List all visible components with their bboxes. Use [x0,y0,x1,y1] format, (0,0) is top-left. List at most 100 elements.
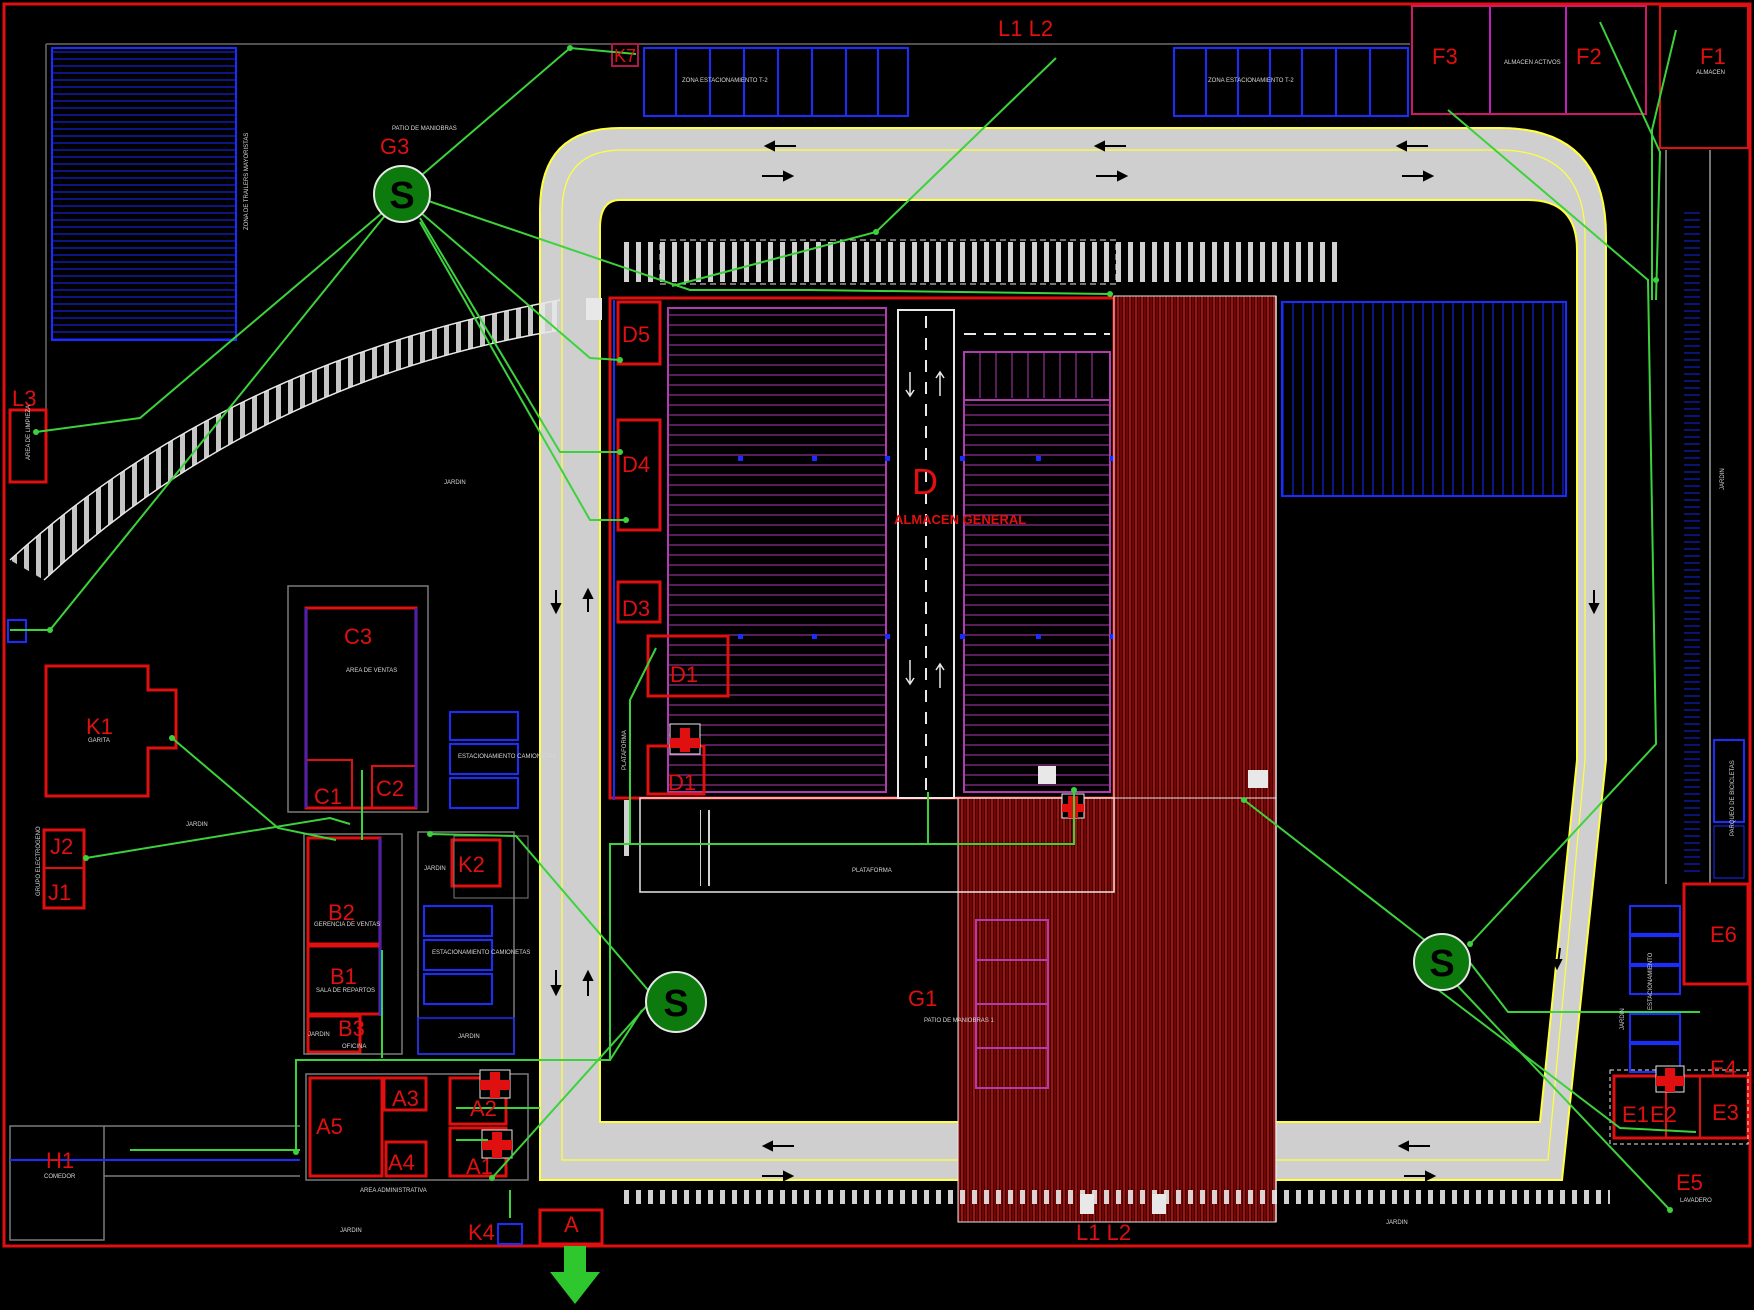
note-comedor: COMEDOR [44,1174,76,1180]
e-parking [1629,905,1681,1073]
label-d3: D3 [622,596,650,621]
label-d1-b: D1 [668,770,696,795]
label-k4: K4 [468,1220,495,1245]
note-sala-repartos: SALA DE REPARTOS [316,988,375,994]
label-l1-l2-bottom: L1 L2 [1076,1220,1131,1245]
k4 [497,1223,523,1245]
note-parqueo-bicicletas: PARQUEO DE BICICLETAS [1730,760,1736,836]
note-jardin-5: JARDIN [308,1032,330,1038]
label-d1-a: D1 [670,662,698,687]
note-jardin-1: JARDIN [444,480,466,486]
label-d4: D4 [622,452,650,477]
note-zona-est-2: ZONA ESTACIONAMIENTO T-2 [1208,78,1294,84]
assembly-symbol: S [1429,943,1454,985]
note-area-ventas: AREA DE VENTAS [346,668,397,674]
curved-parking [10,300,560,580]
label-e2: E2 [1650,1102,1677,1127]
label-d: D [912,461,938,502]
note-estacionamiento-e: ESTACIONAMIENTO [1648,952,1654,1010]
evacuation-routes [10,21,1700,1218]
parking-top-left [643,47,909,117]
label-g1: G1 [908,986,937,1011]
label-e6: E6 [1710,922,1737,947]
k2 [450,838,502,888]
note-jardin-2: JARDIN [186,822,208,828]
label-f3: F3 [1432,44,1458,69]
assembly-symbol: S [663,983,688,1025]
label-h1: H1 [46,1148,74,1173]
label-c1: C1 [314,784,342,809]
label-l3: L3 [12,386,36,411]
parking-top-right [1173,47,1409,117]
k1-garita [44,664,178,798]
label-b2: B2 [328,900,355,925]
bottom-parking-stripe [618,1190,1610,1204]
note-patio-maniobras-2: PATIO DE MANIOBRAS 1 [924,1018,994,1024]
label-g3: G3 [380,134,409,159]
assembly-point-center: S [645,971,707,1033]
loading-area-top [1113,295,1277,799]
aisle-arrows [905,370,945,688]
note-jardin-3: JARDIN [424,866,446,872]
note-almacen-activos: ALMACEN ACTIVOS [1504,60,1561,66]
label-f2: F2 [1576,44,1602,69]
note-zona-est-1: ZONA ESTACIONAMIENTO T-2 [682,78,768,84]
camionetas-parking [423,711,519,1005]
note-oficina: OFICINA [342,1044,366,1050]
note-area-admin: AREA ADMINISTRATIVA [360,1188,427,1194]
assembly-point-right: S [1413,933,1471,991]
assembly-symbol: S [389,175,414,217]
rack-area-right [963,351,1111,793]
label-k7: K7 [614,46,636,66]
note-patio-maniobras: PATIO DE MANIOBRAS [392,126,457,132]
parking-right [1281,301,1567,497]
label-a3: A3 [392,1086,419,1111]
dock-grid [975,919,1049,1089]
note-almacen-f1: ALMACEN [1696,70,1725,76]
road-centerline [561,149,1586,1161]
label-a1: A1 [466,1154,493,1179]
note-jardin-7: JARDIN [1386,1220,1408,1226]
label-e1: E1 [1622,1102,1649,1127]
bike-rack-strip [1684,210,1700,874]
columns [738,456,1115,639]
road-loop [539,127,1607,1181]
label-a: A [564,1212,579,1237]
label-j1: J1 [48,880,71,905]
note-est-camionetas-2: ESTACIONAMIENTO CAMIONETAS [432,950,530,956]
note-jardin-9: JARDIN [1620,1008,1626,1030]
note-garita: GARITA [88,738,110,744]
loading-area-bottom [957,797,1277,1223]
note-est-camionetas-1: ESTACIONAMIENTO CAMIONETAS [458,754,556,760]
h1-comedor [9,1125,105,1241]
label-a4: A4 [388,1150,415,1175]
label-k2: K2 [458,852,485,877]
admin-block [305,1073,529,1181]
l3-area [8,408,48,484]
route-dots [33,45,1673,1213]
trailer-zone [51,47,237,341]
note-zona-trailers: ZONA DE TRAILERS MAYORISTAS [244,133,250,230]
rack-area-left [667,307,887,793]
label-b1: B1 [330,964,357,989]
label-e5: E5 [1676,1170,1703,1195]
exit-arrow [550,1246,600,1304]
note-grupo-electrogeno: GRUPO ELECTROGENO [36,826,42,896]
note-jardin-6: JARDIN [340,1228,362,1234]
e6-area [1682,882,1750,986]
note-area-limpieza: AREA DE LIMPIEZA [26,405,32,460]
note-plataforma-v: PLATAFORMA [622,730,628,770]
label-b3: B3 [338,1016,365,1041]
parqueo-bicicletas [1713,739,1745,823]
building-c [287,585,429,813]
label-a2: A2 [470,1096,497,1121]
note-jardin-4: JARDIN [458,1034,480,1040]
entrance-gate [538,1208,604,1246]
note-jardin-8: JARDIN [1720,468,1726,490]
note-plataforma: PLATAFORMA [852,868,892,874]
site-boundary [2,2,1752,1248]
label-f1: F1 [1700,44,1726,69]
area-f1 [1659,5,1749,149]
label-j2: J2 [50,834,73,859]
